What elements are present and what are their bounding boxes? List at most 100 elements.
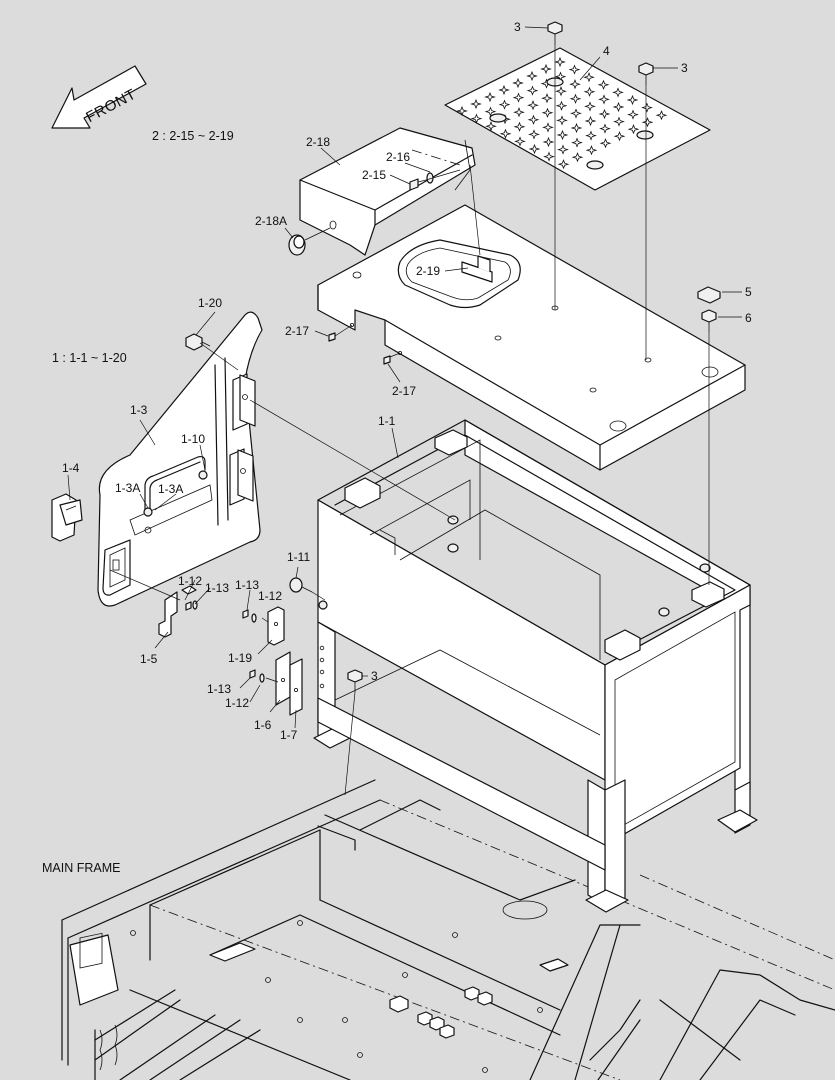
callout-labels: 3 4 3 5 6 3 2-18 2-16 2-15 2-18A 2-19 2-… — [62, 20, 752, 742]
mesh-cutout — [556, 129, 569, 141]
mesh-cutout — [598, 94, 610, 105]
top-cover-plate — [317, 204, 746, 471]
mesh-cutout — [613, 116, 625, 127]
mesh-cutout — [470, 98, 482, 110]
mesh-cutout — [583, 72, 595, 83]
mesh-cutout — [583, 86, 596, 97]
mesh-plate-4 — [444, 47, 711, 191]
callout-1-1: 1-1 — [378, 414, 396, 428]
mesh-cutout — [498, 84, 510, 96]
mesh-cutout — [456, 105, 468, 117]
mesh-cutout — [626, 94, 639, 106]
callout-1-5: 1-5 — [140, 652, 158, 666]
mesh-cutout — [584, 115, 597, 127]
mesh-cutout — [570, 108, 582, 119]
callout-2-18: 2-18 — [306, 135, 330, 149]
group1-note: 1 : 1-1 ~ 1-20 — [52, 351, 127, 365]
mesh-cutout — [655, 110, 668, 121]
mesh-cutout — [512, 92, 525, 103]
mesh-cutout — [612, 101, 625, 113]
mesh-cutout — [526, 85, 539, 96]
mesh-cutout — [512, 77, 524, 89]
mesh-cutout — [554, 56, 566, 68]
callout-2-16: 2-16 — [386, 150, 410, 164]
mesh-cutout — [541, 93, 553, 104]
mesh-cutout — [641, 117, 654, 128]
side-door-1-3 — [97, 311, 263, 607]
mesh-cutout — [568, 64, 581, 75]
box-frame-1-1 — [313, 419, 758, 913]
mesh-cutout — [542, 136, 555, 148]
mesh-cutout — [585, 130, 597, 141]
callout-leaders — [67, 26, 742, 729]
mesh-cutout — [557, 159, 570, 170]
mesh-cutout — [613, 131, 626, 142]
mesh-cutout — [585, 145, 598, 156]
main-frame-drawing — [61, 779, 835, 1080]
mesh-cutout — [543, 151, 555, 162]
mesh-cutout — [498, 99, 511, 110]
latch-1-4 — [51, 493, 83, 542]
mesh-cutout — [584, 101, 596, 112]
mesh-cutout — [569, 93, 582, 104]
mesh-cutout — [599, 138, 612, 149]
callout-2-15: 2-15 — [362, 168, 386, 182]
mesh-cutout — [555, 86, 567, 97]
mesh-cutout — [571, 137, 583, 148]
mesh-cutout — [540, 63, 552, 75]
mesh-cutout — [597, 79, 610, 90]
mesh-cutout — [627, 109, 639, 120]
callout-2-19: 2-19 — [416, 264, 440, 278]
mesh-cutout — [527, 100, 539, 111]
mesh-cutout — [569, 79, 581, 90]
mesh-cutout — [542, 122, 554, 133]
mesh-cutout — [641, 102, 653, 113]
callout-1-13-mid: 1-13 — [235, 578, 259, 592]
mesh-cutout — [526, 70, 538, 82]
callout-1-6: 1-6 — [254, 718, 272, 732]
callout-6: 6 — [745, 311, 752, 325]
callout-1-7: 1-7 — [280, 728, 298, 742]
callout-1-10: 1-10 — [181, 432, 205, 446]
main-frame-label: MAIN FRAME — [42, 861, 120, 875]
mesh-cutout — [485, 121, 497, 132]
mesh-cutout — [484, 106, 497, 117]
mesh-cutout — [514, 136, 526, 147]
callout-1-12-lower: 1-12 — [225, 696, 249, 710]
mesh-cutout — [484, 91, 496, 103]
mesh-cutout — [527, 114, 540, 125]
callout-1-3a-left: 1-3A — [115, 481, 140, 495]
callout-1-3: 1-3 — [130, 403, 148, 417]
mesh-cutout — [571, 152, 584, 163]
mesh-cutout — [599, 123, 611, 134]
callout-3-right: 3 — [681, 61, 688, 75]
brackets — [158, 585, 303, 716]
mesh-cutout — [499, 128, 512, 139]
group2-note: 2 : 2-15 ~ 2-19 — [152, 129, 234, 143]
callout-1-12-left: 1-12 — [178, 574, 202, 588]
callout-1-20: 1-20 — [198, 296, 222, 310]
mesh-cutout — [528, 143, 541, 155]
callout-2-18a: 2-18A — [255, 214, 287, 228]
callout-2-17-right: 2-17 — [392, 384, 416, 398]
mesh-cutout — [513, 107, 525, 118]
mesh-cutout — [513, 121, 526, 132]
front-direction-arrow: FRONT — [51, 65, 147, 129]
callout-5: 5 — [745, 285, 752, 299]
mesh-cutout — [598, 108, 611, 120]
assembly-center-lines — [109, 45, 710, 796]
mesh-cutout — [470, 113, 483, 124]
callout-1-13-left: 1-13 — [205, 581, 229, 595]
mesh-cutout — [541, 107, 554, 118]
callout-1-13-lower: 1-13 — [207, 682, 231, 696]
callout-1-3a-right: 1-3A — [158, 482, 183, 496]
mesh-cutout — [528, 129, 540, 140]
mesh-cutout — [570, 122, 583, 134]
small-parts — [185, 21, 721, 692]
callout-1-12-mid: 1-12 — [258, 589, 282, 603]
callout-3-lower: 3 — [371, 669, 378, 683]
callout-4: 4 — [603, 44, 610, 58]
lid-2-18 — [299, 127, 476, 256]
